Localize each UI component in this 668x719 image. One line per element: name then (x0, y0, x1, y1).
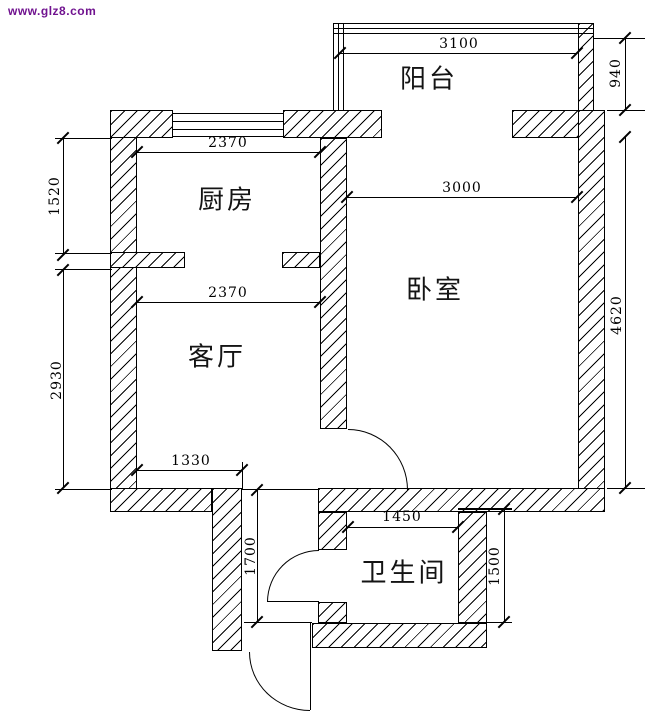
dim-line-entry-width (137, 470, 242, 471)
bathroom-door-arc (267, 550, 319, 602)
wall-bathroom-stub-bottom (318, 602, 347, 623)
watermark-text: www.glz8.com (8, 4, 97, 18)
balcony-railing-left-line (333, 23, 334, 111)
room-label-living-room: 客厅 (187, 342, 247, 372)
wall-bathroom-bottom (312, 623, 487, 648)
balcony-railing-top-line (333, 33, 594, 34)
dim-line-bathroom-depth (504, 509, 505, 622)
dim-line-kitchen-width (137, 152, 320, 153)
kitchen-window-line (173, 136, 283, 137)
ext-line (242, 489, 318, 490)
room-label-bathroom: 卫生间 (360, 558, 448, 588)
wall-left (110, 110, 137, 490)
dim-line-bedroom-depth (625, 137, 626, 488)
ext-line (458, 508, 512, 510)
entrance-door-leaf (310, 623, 311, 710)
entrance-door-arc (249, 652, 310, 711)
room-label-bedroom: 卧室 (405, 275, 465, 305)
ext-line (55, 489, 112, 490)
dim-line-bedroom-width (347, 197, 577, 198)
dim-living-depth: 2930 (49, 360, 65, 400)
wall-balcony-right (578, 23, 594, 111)
dim-entry-width: 1330 (171, 453, 211, 469)
ext-line (242, 462, 243, 489)
dim-line-kitchen-depth (63, 138, 64, 255)
ext-line (55, 269, 112, 270)
dim-bathroom-width: 1450 (382, 509, 422, 525)
ext-line (594, 38, 645, 39)
ext-line (244, 622, 312, 623)
wall-hallway-left (212, 488, 242, 651)
balcony-railing-top-line (333, 28, 594, 29)
dim-line-living-depth (63, 270, 64, 488)
dim-balcony-width: 3100 (439, 36, 479, 52)
wall-top-left-pier (110, 110, 173, 138)
dim-hallway-depth: 1700 (243, 536, 259, 576)
kitchen-window-line (173, 129, 283, 130)
kitchen-window-line (173, 121, 283, 122)
wall-top-mid-pier (283, 110, 382, 138)
dim-living-width: 2370 (208, 285, 248, 301)
wall-kitchen-divider-left (110, 252, 185, 268)
wall-middle-bedroom (320, 138, 347, 429)
balcony-railing-top-line (333, 23, 594, 24)
dim-kitchen-width: 2370 (208, 135, 248, 151)
balcony-railing-left-line (338, 23, 339, 111)
balcony-railing-left-line (343, 23, 344, 111)
ext-line (607, 488, 645, 489)
dim-bedroom-depth: 4620 (609, 295, 625, 335)
dim-line-balcony-depth (625, 38, 626, 110)
room-label-kitchen: 厨房 (197, 185, 257, 215)
dim-balcony-depth: 940 (608, 58, 624, 88)
wall-bottom-left (110, 488, 212, 512)
dim-bathroom-depth: 1500 (487, 546, 503, 586)
ext-line (487, 622, 512, 623)
ext-line (55, 138, 112, 139)
wall-right (578, 110, 605, 490)
dim-line-hallway-depth (257, 490, 258, 622)
dim-kitchen-depth: 1520 (47, 176, 63, 216)
bathroom-door-leaf (267, 601, 319, 602)
wall-kitchen-divider-right (282, 252, 320, 268)
room-label-balcony: 阳台 (399, 64, 459, 94)
wall-bottom-right (318, 488, 605, 512)
bedroom-door-arc (348, 429, 408, 490)
dim-bedroom-width: 3000 (442, 180, 482, 196)
dim-line-bathroom-width (348, 527, 458, 528)
kitchen-window-line (173, 113, 283, 114)
dim-line-living-width (137, 302, 320, 303)
dim-line-balcony-width (340, 53, 577, 54)
ext-line (55, 253, 112, 254)
wall-bathroom-right (458, 512, 487, 623)
ext-line (607, 110, 645, 111)
